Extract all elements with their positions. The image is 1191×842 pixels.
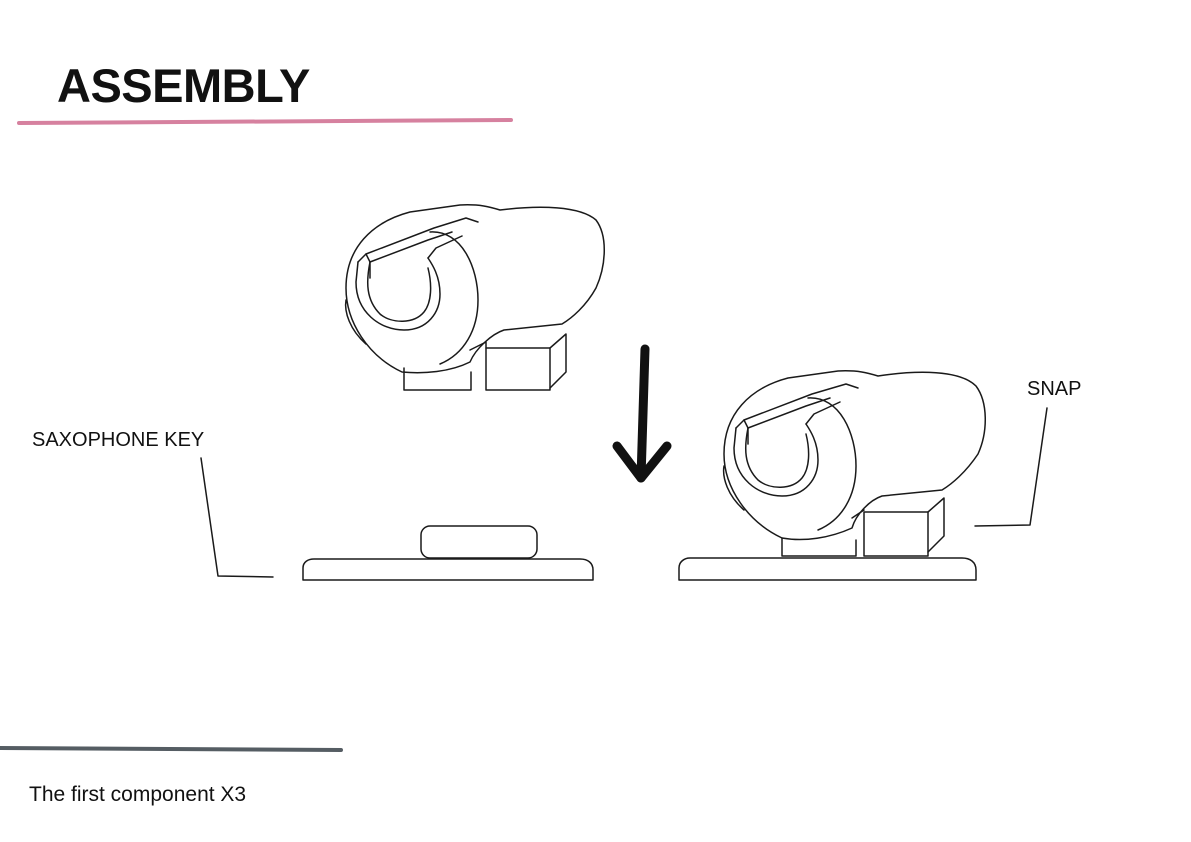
clip-component-assembled — [678, 370, 986, 581]
clip-component-upper — [344, 204, 605, 391]
label-key-leader — [200, 457, 274, 578]
label-snap-leader — [974, 407, 1048, 527]
page-title: ASSEMBLY — [57, 59, 310, 112]
title-underline — [17, 118, 513, 125]
down-arrow-icon — [612, 344, 672, 483]
saxophone-key-label: SAXOPHONE KEY — [32, 429, 205, 451]
saxophone-key-part — [302, 525, 594, 581]
footer-rule — [0, 746, 343, 752]
footer-caption: The first component X3 — [29, 783, 247, 806]
snap-label: SNAP — [1027, 378, 1082, 400]
